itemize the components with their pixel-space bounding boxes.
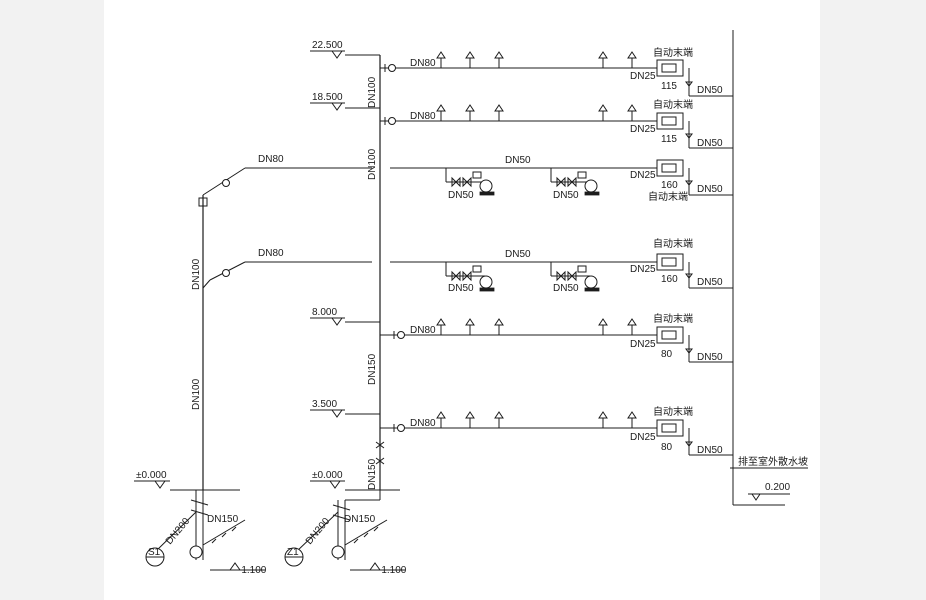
svg-text:DN25: DN25 [630, 339, 656, 350]
svg-text:160: 160 [661, 180, 678, 191]
riser-label-dn150-low: DN150 [367, 458, 378, 490]
svg-text:DN50: DN50 [697, 85, 723, 96]
ground-right: ±0.000 [310, 470, 400, 491]
svg-text:115: 115 [661, 81, 677, 92]
inlet-left: DN200 DN150 S1 -1.100 [145, 490, 267, 576]
drawing-sheet [104, 0, 820, 600]
svg-text:DN80: DN80 [410, 58, 436, 69]
svg-text:DN100: DN100 [191, 378, 202, 410]
svg-text:DN50: DN50 [553, 190, 579, 201]
svg-text:DN50: DN50 [505, 155, 531, 166]
svg-text:DN50: DN50 [697, 184, 723, 195]
elevation-marker-18500: 18.500 [310, 92, 380, 111]
alarm-valve-group-1: DN50 [445, 168, 495, 201]
svg-text:DN200: DN200 [304, 516, 333, 547]
svg-text:自动末端: 自动末端 [653, 405, 693, 418]
floor-branch-3: DN50 DN50 DN50 DN25 [360, 155, 733, 203]
svg-text:DN50: DN50 [697, 277, 723, 288]
svg-text:DN80: DN80 [258, 154, 284, 165]
elevation-marker-22500: 22.500 [310, 40, 380, 59]
svg-text:±0.000: ±0.000 [136, 470, 167, 481]
svg-text:自动末端: 自动末端 [653, 237, 693, 250]
svg-text:80: 80 [661, 349, 673, 360]
floor-branch-2: DN80 DN25 自动末端 115 DN50 [380, 98, 733, 149]
svg-text:DN50: DN50 [505, 249, 531, 260]
elevation-marker-3500: 3.500 [310, 399, 380, 418]
svg-text:8.000: 8.000 [312, 307, 337, 318]
svg-text:DN200: DN200 [164, 516, 193, 547]
floor-branch-1: DN80 DN25 自动末端 115 DN50 [380, 46, 733, 97]
svg-text:DN25: DN25 [630, 170, 656, 181]
svg-text:自动末端: 自动末端 [648, 190, 688, 203]
svg-text:自动末端: 自动末端 [653, 312, 693, 325]
svg-text:DN80: DN80 [410, 111, 436, 122]
svg-text:3.500: 3.500 [312, 399, 337, 410]
svg-text:DN80: DN80 [410, 418, 436, 429]
riser-label-dn100-top: DN100 [367, 76, 378, 108]
svg-text:80: 80 [661, 442, 673, 453]
svg-text:-1.100: -1.100 [378, 565, 407, 576]
svg-text:22.500: 22.500 [312, 40, 343, 51]
svg-text:DN150: DN150 [344, 514, 376, 525]
svg-text:DN50: DN50 [697, 138, 723, 149]
svg-text:DN50: DN50 [448, 190, 474, 201]
left-riser-s1: DN80 DN80 DN100 DN100 [191, 154, 360, 490]
svg-text:DN50: DN50 [697, 445, 723, 456]
svg-text:115: 115 [661, 134, 677, 145]
floor-branch-4: DN50 DN50 DN50 DN25 [360, 237, 733, 294]
inlet-right: DN200 DN150 Z1 -1.100 [284, 440, 407, 576]
floor-branch-5: DN80 DN25 自动末端 80 DN50 [380, 312, 733, 363]
svg-text:DN25: DN25 [630, 124, 656, 135]
svg-text:DN25: DN25 [630, 432, 656, 443]
elevation-ground-mark [751, 493, 761, 501]
svg-text:DN25: DN25 [630, 264, 656, 275]
alarm-valve-group-4: DN50 [550, 262, 600, 294]
riser-tag-z1: Z1 [287, 547, 299, 558]
svg-text:160: 160 [661, 274, 678, 285]
svg-text:DN80: DN80 [258, 248, 284, 259]
svg-text:18.500: 18.500 [312, 92, 343, 103]
riser-tag-s1: S1 [148, 547, 161, 558]
svg-text:自动末端: 自动末端 [653, 46, 693, 59]
svg-text:DN150: DN150 [207, 514, 239, 525]
ground-left: ±0.000 [134, 470, 240, 491]
svg-text:DN50: DN50 [448, 283, 474, 294]
svg-text:自动末端: 自动末端 [653, 98, 693, 111]
elevation-marker-8000: 8.000 [310, 307, 380, 326]
alarm-valve-group-3: DN50 [445, 262, 495, 294]
riser-label-dn150: DN150 [367, 353, 378, 385]
svg-text:DN25: DN25 [630, 71, 656, 82]
svg-text:DN50: DN50 [553, 283, 579, 294]
drain-note: 排至室外散水坡 [738, 455, 808, 468]
svg-text:DN100: DN100 [191, 258, 202, 290]
svg-text:-1.100: -1.100 [238, 565, 267, 576]
svg-text:DN80: DN80 [410, 325, 436, 336]
svg-text:±0.000: ±0.000 [312, 470, 343, 481]
alarm-valve-group-2: DN50 [550, 168, 600, 201]
floor-branch-6: DN80 DN25 自动末端 80 DN50 [380, 405, 733, 456]
svg-text:DN50: DN50 [697, 352, 723, 363]
elevation-ground: 0.200 [765, 482, 790, 493]
riser-label-dn100-mid: DN100 [367, 148, 378, 180]
